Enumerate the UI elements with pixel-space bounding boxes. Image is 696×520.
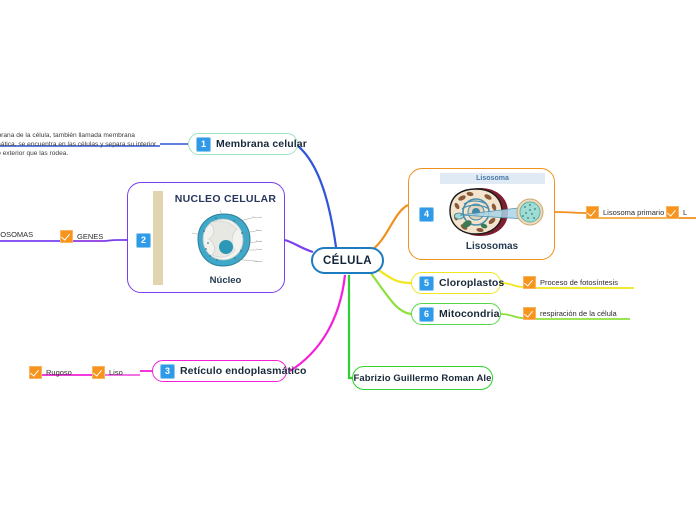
- leaf-cromosomas[interactable]: MOSOMAS: [0, 230, 33, 239]
- leaf-label-lisosoma-primario: Lisosoma primario: [603, 208, 665, 217]
- central-node-label: CÉLULA: [322, 254, 373, 267]
- lysosome-diagram-image: [449, 188, 544, 236]
- leaf-rugoso[interactable]: Rugoso: [29, 366, 72, 379]
- checkbox-icon: [586, 206, 599, 219]
- checkbox-icon: [523, 276, 536, 289]
- node-number-badge: 1: [196, 136, 211, 152]
- leaf-lisosoma-secundario[interactable]: L: [666, 206, 687, 219]
- svg-text:Poro nuclear: Poro nuclear: [252, 216, 262, 219]
- link-cloroplastos: [375, 267, 412, 285]
- description-line-1: mbrana de la célula, también llamada mem…: [0, 132, 135, 139]
- node-membrana-celular[interactable]: 1 Membrana celular: [188, 133, 307, 155]
- link-reticulo: [289, 274, 347, 372]
- leaf-label-respiracion: respiración de la célula: [540, 309, 617, 318]
- svg-text:Ribosomas: Ribosomas: [254, 261, 262, 263]
- leaf-proceso-fotosintesis[interactable]: Proceso de fotosíntesis: [523, 276, 618, 289]
- checkbox-icon: [60, 230, 73, 243]
- central-node-celula[interactable]: CÉLULA: [311, 247, 384, 274]
- link-membrana: [297, 145, 338, 248]
- node-label-lisosomas: Lisosomas: [465, 241, 519, 252]
- link-nucleo: [284, 238, 314, 254]
- leaf-respiracion-celula[interactable]: respiración de la célula: [523, 307, 617, 320]
- svg-text:Nucleolo: Nucleolo: [256, 230, 262, 232]
- link-lisosomas: [371, 204, 409, 251]
- node-label-mitocondria: Mitocondria: [439, 308, 500, 320]
- node-number-badge: 2: [136, 233, 151, 248]
- link-author: [347, 275, 352, 380]
- description-line-2: smática, se encuentra en las células y s…: [0, 141, 157, 148]
- leaf-lisosoma-primario[interactable]: Lisosoma primario: [586, 206, 664, 219]
- nucleo-image-title: NUCLEO CELULAR: [174, 193, 277, 205]
- node-number-badge: 3: [160, 363, 175, 379]
- checkbox-icon: [523, 307, 536, 320]
- leaf-label-liso: Liso: [109, 368, 123, 377]
- svg-text:Membrana: Membrana: [256, 240, 262, 243]
- node-lisosomas[interactable]: 4 Lisosoma: [408, 168, 555, 260]
- leaf-label-genes: GENES: [77, 232, 104, 241]
- nucleus-diagram-image: Poro nuclear Nucleolo Membrana Cromatina…: [191, 209, 262, 267]
- node-mitocondria[interactable]: 6 Mitocondria: [411, 303, 501, 325]
- node-label-cloroplastos: Cloroplastos: [439, 277, 505, 289]
- node-number-badge: 4: [419, 207, 434, 222]
- node-label-membrana-celular: Membrana celular: [216, 138, 307, 150]
- leaf-label-rugoso: Rugoso: [46, 368, 72, 377]
- checkbox-icon: [92, 366, 105, 379]
- leaf-genes[interactable]: GENES: [60, 230, 103, 243]
- leaf-liso[interactable]: Liso: [92, 366, 123, 379]
- leaf-label-lisosoma-secundario: L: [683, 208, 688, 217]
- decorative-strip: [153, 191, 163, 285]
- node-cloroplastos[interactable]: 5 Cloroplastos: [411, 272, 505, 294]
- node-label-author: Fabrizio Guillermo Roman Ale: [353, 372, 492, 384]
- link-lisosoma-leaf: [554, 211, 587, 214]
- node-reticulo-endoplasmatico[interactable]: 3 Retículo endoplasmático: [152, 360, 306, 382]
- checkbox-icon: [29, 366, 42, 379]
- link-respiracion: [500, 313, 524, 319]
- checkbox-icon: [666, 206, 679, 219]
- svg-text:Cromatina: Cromatina: [256, 248, 262, 251]
- node-nucleo[interactable]: 2 NUCLEO CELULAR: [127, 182, 285, 293]
- node-author[interactable]: Fabrizio Guillermo Roman Ale: [352, 366, 493, 390]
- leaf-label-fotosintesis: Proceso de fotosíntesis: [540, 278, 618, 287]
- node-label-nucleo: Núcleo: [209, 275, 242, 286]
- node-number-badge: 6: [419, 306, 434, 322]
- lisosoma-image-title: Lisosoma: [440, 173, 545, 184]
- node-number-badge: 5: [419, 275, 434, 291]
- node-label-reticulo-endoplasmatico: Retículo endoplasmático: [180, 365, 307, 377]
- leaf-label-cromosomas: MOSOMAS: [0, 230, 34, 239]
- link-mitocondria: [369, 271, 412, 316]
- description-line-3: dio exterior que las rodea.: [0, 150, 69, 157]
- description-membrana-celular: mbrana de la célula, también llamada mem…: [0, 131, 160, 158]
- link-nucleo-left: [103, 239, 127, 242]
